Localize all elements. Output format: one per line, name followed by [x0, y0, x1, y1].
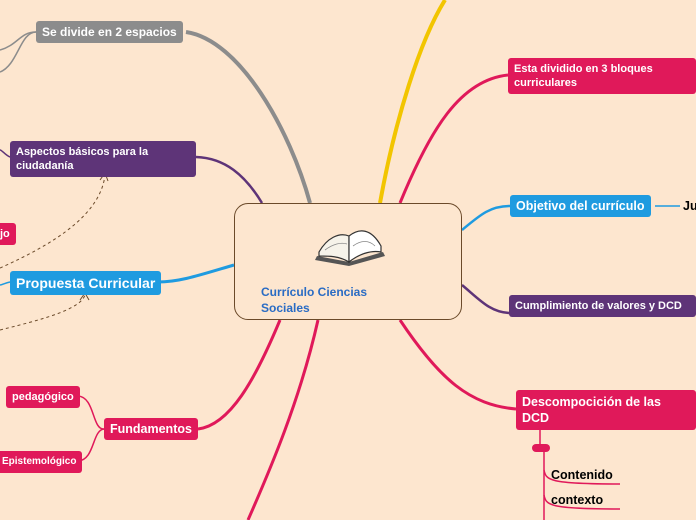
node-contenido[interactable]: Contenido — [551, 468, 613, 482]
node-pedagogico[interactable]: pedagógico — [6, 386, 80, 408]
node-se-divide[interactable]: Se divide en 2 espacios — [36, 21, 183, 43]
open-book-icon — [315, 230, 385, 266]
node-contexto[interactable]: contexto — [551, 493, 604, 507]
central-title: Currículo Ciencias Sociales — [261, 285, 368, 315]
node-propuesta-curricular[interactable]: Propuesta Curricular — [10, 271, 162, 295]
node-bloques-curriculares[interactable]: Esta dividido en 3 bloques curriculares — [508, 58, 696, 94]
node-aspectos-basicos[interactable]: Aspectos básicos para la ciudadanía — [10, 141, 196, 177]
node-jo[interactable]: jo — [0, 223, 16, 245]
node-ju[interactable]: Ju — [683, 199, 696, 213]
node-fundamentos[interactable]: Fundamentos — [104, 418, 198, 440]
node-epistemologico[interactable]: Epistemológico — [0, 451, 83, 473]
node-descomposicion-dcd[interactable]: Descompocición de las DCD — [516, 390, 696, 430]
node-objetivo-curriculo[interactable]: Objetivo del currículo — [510, 195, 651, 217]
node-cumplimiento-valores[interactable]: Cumplimiento de valores y DCD — [509, 295, 696, 317]
central-topic[interactable]: Currículo Ciencias Sociales — [234, 203, 462, 320]
